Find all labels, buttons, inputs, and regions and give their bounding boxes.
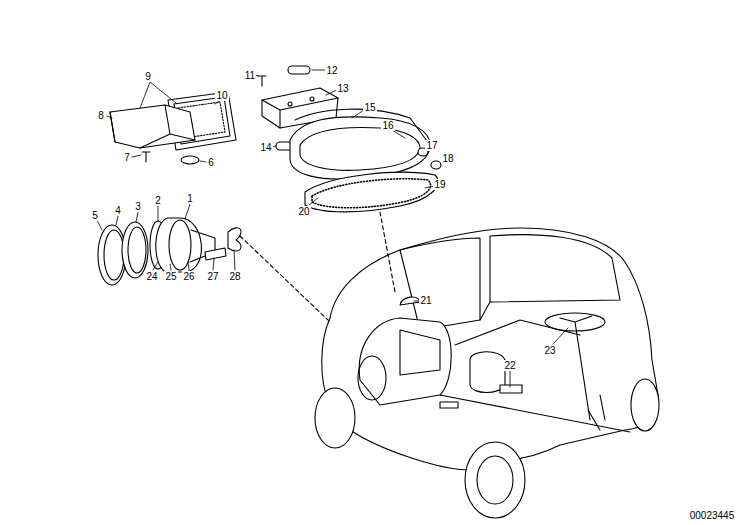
callout-number: 17 (425, 140, 438, 151)
callout-number: 13 (336, 83, 349, 94)
callout-number: 19 (433, 179, 446, 190)
callout-number: 9 (144, 71, 152, 82)
callout-number: 20 (297, 206, 310, 217)
callout-number: 7 (123, 152, 131, 163)
drawing-number: 00023445 (689, 510, 736, 521)
callout-number: 18 (441, 153, 454, 164)
callout-number: 10 (215, 90, 228, 101)
callout-number: 11 (244, 70, 256, 81)
callout-number: 27 (206, 271, 219, 282)
callout-number: 2 (154, 195, 162, 206)
callout-number: 1 (186, 193, 194, 204)
callout-number: 4 (114, 205, 122, 216)
callout-number: 16 (381, 120, 394, 131)
callout-number: 6 (207, 157, 215, 168)
callout-number: 25 (164, 271, 177, 282)
callout-number: 14 (259, 142, 272, 153)
callout-number: 3 (134, 201, 142, 212)
callout-number: 23 (543, 345, 556, 356)
callout-number: 24 (145, 271, 158, 282)
callout-number: 21 (419, 295, 432, 306)
callout-number: 22 (503, 360, 516, 371)
callout-number: 15 (363, 102, 376, 113)
callout-number: 26 (182, 271, 195, 282)
callout-number: 5 (91, 210, 99, 221)
callout-number: 12 (325, 65, 338, 76)
callout-number: 28 (228, 271, 241, 282)
callout-number: 8 (97, 110, 105, 121)
